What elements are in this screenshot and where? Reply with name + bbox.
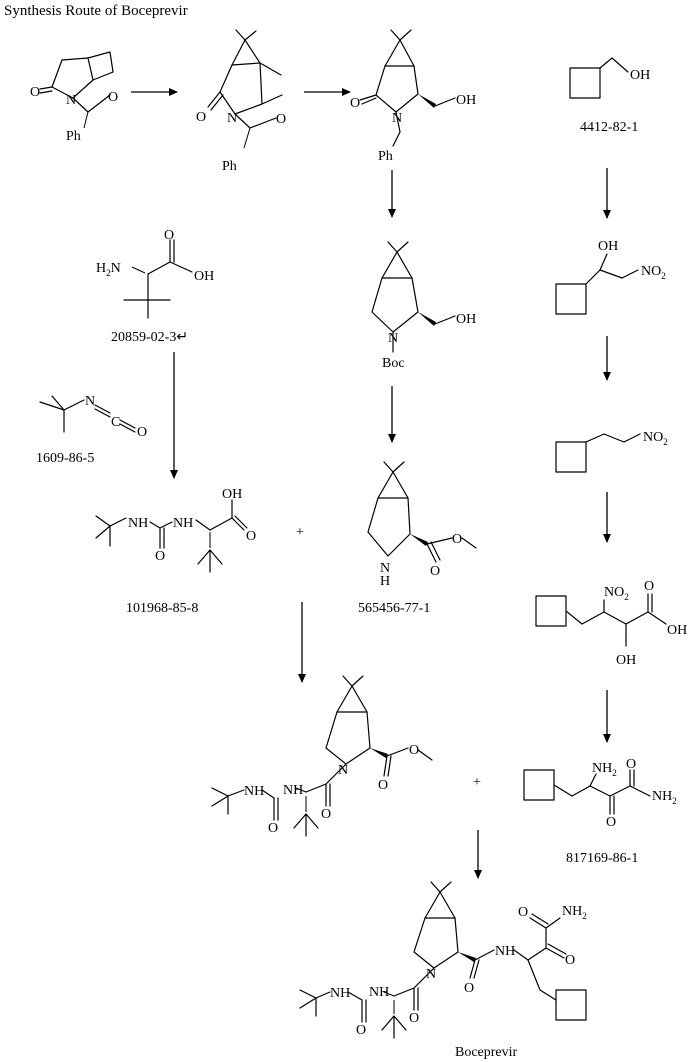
atom-label: O (30, 85, 40, 100)
atom-label: O (409, 743, 419, 758)
atom-label: N (227, 111, 237, 126)
plus-sign: + (296, 525, 304, 540)
atom-label: OH (222, 487, 242, 502)
compound-bicyclic-lactam-start: O N O Ph (30, 51, 118, 144)
atom-label: NH2 (652, 789, 677, 806)
compound-boceprevir: N O NH O O NH2 O NH O NH Boceprevir (299, 881, 587, 1060)
atom-label: NH (128, 516, 148, 531)
compound-dimethylcyclopropyl-lactam: O N O Ph (196, 29, 286, 174)
compound-urea-acid: NH NH O OH O 101968-85-8 (95, 487, 256, 616)
atom-label: Ph (378, 149, 393, 164)
atom-label: Ph (66, 129, 81, 144)
compound-tert-leucine: H2N O OH 20859-02-3↵ (96, 228, 214, 345)
atom-label: OH (616, 653, 636, 668)
atom-label: NO2 (604, 585, 629, 602)
plus-sign: + (473, 775, 481, 790)
atom-label: OH (456, 93, 476, 108)
atom-label: O (164, 228, 174, 243)
atom-label: N (380, 561, 390, 576)
atom-label: O (452, 532, 462, 547)
compound-bicyclic-ester: N H O O 565456-77-1 (358, 461, 477, 616)
atom-label: NH (369, 985, 389, 1000)
atom-label: O (321, 807, 331, 822)
cas-number: 101968-85-8 (126, 601, 198, 616)
compound-n-benzyl-lactam: O N OH Ph (350, 29, 476, 164)
atom-label: NH (244, 784, 264, 799)
atom-label: O (108, 90, 118, 105)
cas-number: 1609-86-5 (36, 451, 94, 466)
atom-label: N (66, 93, 76, 108)
atom-label: NH (330, 986, 350, 1001)
atom-label: O (409, 1011, 419, 1026)
atom-label: NH2 (562, 904, 587, 921)
atom-label: O (276, 112, 286, 127)
diagram-title: Synthesis Route of Boceprevir (4, 3, 188, 19)
compound-dipeptide-ester: N O O O NH O NH (211, 675, 433, 837)
atom-label: N (426, 967, 436, 982)
atom-label: N (388, 331, 398, 346)
atom-label: OH (630, 68, 650, 83)
atom-label: NH (283, 783, 303, 798)
atom-label: O (518, 905, 528, 920)
atom-label: NH (173, 516, 193, 531)
compound-nitro-hydroxy-acid: NO2 O OH OH (535, 579, 687, 668)
atom-label: OH (667, 623, 687, 638)
atom-label: O (430, 564, 440, 579)
atom-label: C (111, 415, 120, 430)
compound-tert-butyl-isocyanate: N C O 1609-86-5 (36, 394, 147, 466)
cas-number: 817169-86-1 (566, 851, 638, 866)
atom-label: Ph (222, 159, 237, 174)
atom-label: O (196, 110, 206, 125)
atom-label: O (155, 549, 165, 564)
atom-label: NH2 (592, 761, 617, 778)
atom-label: N (338, 763, 348, 778)
atom-label: O (644, 579, 654, 594)
atom-label: O (246, 529, 256, 544)
atom-label: OH (194, 269, 214, 284)
atom-label: NH (495, 944, 515, 959)
cas-number: 20859-02-3↵ (111, 330, 188, 345)
atom-label: N (392, 111, 402, 126)
compound-cyclobutylmethanol: OH 4412-82-1 (569, 57, 650, 135)
atom-label: N (85, 394, 95, 409)
atom-label: O (606, 815, 616, 830)
atom-label: H2N (96, 261, 121, 278)
atom-label: Boc (382, 356, 405, 371)
compound-n-boc-alcohol: N OH Boc (371, 241, 476, 371)
atom-label: O (378, 778, 388, 793)
atom-label: O (268, 821, 278, 836)
atom-label: O (565, 953, 575, 968)
atom-label: NO2 (641, 264, 666, 281)
atom-label: OH (598, 239, 618, 254)
cas-number: 565456-77-1 (358, 601, 430, 616)
atom-label: OH (456, 312, 476, 327)
atom-label: NO2 (643, 430, 668, 447)
compound-nitroethyl-cyclobutane: NO2 (555, 430, 668, 473)
cas-number: 4412-82-1 (580, 120, 638, 135)
atom-label: H (380, 574, 390, 589)
atom-label: O (626, 757, 636, 772)
product-name: Boceprevir (455, 1045, 518, 1060)
atom-label: O (356, 1023, 366, 1038)
atom-label: O (137, 425, 147, 440)
atom-label: O (350, 96, 360, 111)
compound-ketoamide: NH2 O O NH2 817169-86-1 (523, 757, 677, 866)
atom-label: O (464, 981, 474, 996)
compound-nitro-alcohol: OH NO2 (555, 239, 666, 315)
